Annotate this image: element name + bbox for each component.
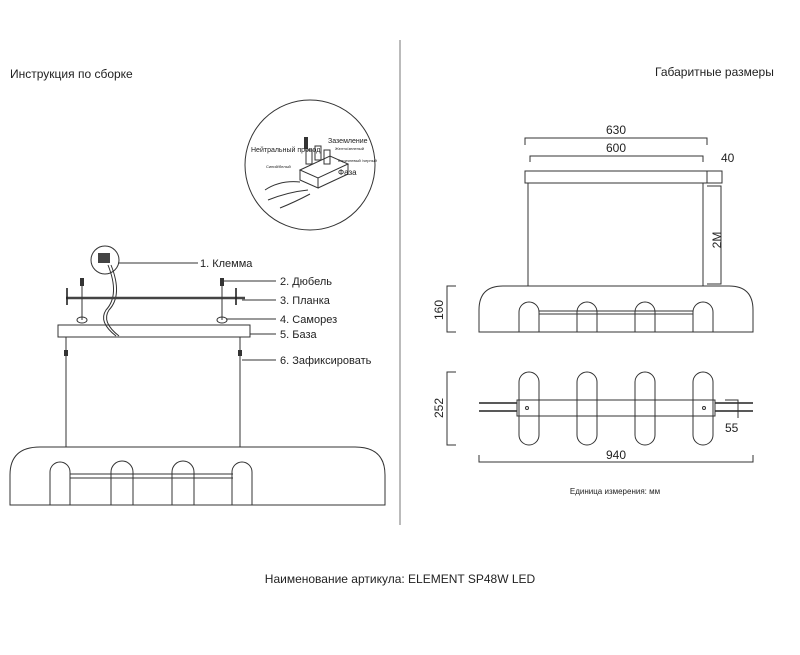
neutral-color-label: Синий/белый bbox=[266, 164, 291, 169]
dim-canopy-length: 630 bbox=[606, 123, 626, 137]
wiring-detail: Нейтральный провод Синий/белый Заземлени… bbox=[244, 99, 377, 231]
terminal-block-icon bbox=[264, 137, 350, 209]
left-title: Инструкция по сборке bbox=[10, 67, 133, 81]
part-label-dowel: 2. Дюбель bbox=[280, 276, 332, 288]
neutral-label: Нейтральный провод bbox=[251, 146, 320, 154]
unit-note: Единица измерения: мм bbox=[570, 487, 660, 496]
part-label-screw: 4. Саморез bbox=[280, 314, 337, 326]
ground-label: Заземление bbox=[328, 138, 368, 145]
part-label-base: 5. База bbox=[280, 329, 317, 341]
top-view: 55 252 940 bbox=[432, 371, 754, 463]
clamp-detail-circle bbox=[90, 245, 120, 275]
phase-color-label: Коричневый /черный bbox=[338, 158, 377, 163]
part-label-fix: 6. Зафиксировать bbox=[280, 355, 372, 367]
dim-width: 252 bbox=[432, 398, 446, 418]
dim-total-length: 940 bbox=[606, 448, 626, 462]
part-label-clamp: 1. Клемма bbox=[200, 258, 253, 270]
dim-shade-height: 160 bbox=[432, 300, 446, 320]
right-title: Габаритные размеры bbox=[655, 65, 774, 79]
dim-bar-width: 55 bbox=[725, 421, 739, 435]
base bbox=[57, 324, 251, 338]
article-caption: Наименование артикула: ELEMENT SP48W LED bbox=[265, 572, 536, 586]
part-label-plate: 3. Планка bbox=[280, 295, 331, 307]
ground-color-label: Желто/зеленый bbox=[335, 146, 364, 151]
parts-list: 1. Клемма 2. Дюбель 3. Планка 4. Саморез… bbox=[200, 258, 372, 367]
dim-plate-length: 600 bbox=[606, 141, 626, 155]
assembly-lamp bbox=[9, 245, 386, 506]
side-view: 630 600 40 2M 160 bbox=[432, 123, 754, 333]
phase-label: Фаза bbox=[338, 168, 357, 177]
dim-canopy-height: 40 bbox=[721, 151, 735, 165]
dim-cable-length: 2M bbox=[710, 232, 724, 249]
shade bbox=[9, 446, 386, 506]
